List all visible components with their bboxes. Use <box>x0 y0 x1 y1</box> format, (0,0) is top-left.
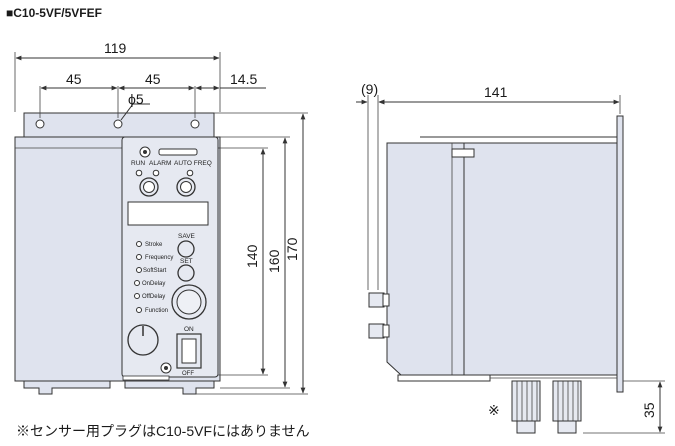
led-frequency-icon <box>136 254 142 260</box>
display-window <box>127 201 209 226</box>
menu-item-ondelay: OnDelay <box>142 281 165 287</box>
label-run: RUN <box>131 160 145 167</box>
sensor-plug-left <box>511 380 541 434</box>
side-body <box>386 142 465 376</box>
diagram-title: ■C10-5VF/5VFEF <box>6 6 102 20</box>
led-offdelay-icon <box>134 293 140 299</box>
menu-item-stroke: Stroke <box>145 242 163 248</box>
menu-list: Stroke Frequency SoftStart OnDelay OffDe… <box>134 241 173 314</box>
knob-side-top <box>368 292 385 308</box>
dim-height-inner: 140 <box>244 244 260 268</box>
label-switch-on: ON <box>184 326 194 333</box>
led-softstart-icon <box>136 267 142 273</box>
connector-slot <box>158 148 198 156</box>
label-alarm: ALARM <box>149 160 171 167</box>
label-save: SAVE <box>178 233 196 240</box>
footnote: ※センサー用プラグはC10-5VFにはありません <box>16 423 310 439</box>
dim-hole-pitch-left: 45 <box>66 71 82 87</box>
front-dimensions: 119 45 45 14.5 ϕ5 140 160 170 <box>14 40 308 395</box>
mount-hole-center <box>113 119 123 129</box>
dim-hole-pitch-right: 45 <box>145 71 161 87</box>
dim-overall-width: 119 <box>104 40 127 56</box>
set-button[interactable] <box>177 264 195 282</box>
menu-item-function: Function <box>145 308 168 314</box>
dim-height-overall: 170 <box>284 237 300 261</box>
mount-hole-left <box>35 119 45 129</box>
label-set: SET <box>180 258 193 265</box>
dim-side-offset: (9) <box>361 81 378 97</box>
save-button[interactable] <box>177 240 195 258</box>
label-auto-freq: AUTO FREQ <box>174 160 212 167</box>
led-function-icon <box>136 307 142 313</box>
menu-item-frequency: Frequency <box>145 255 173 261</box>
led-stroke-icon <box>136 241 142 247</box>
dim-plug-height: 35 <box>641 402 657 418</box>
sensor-plug-right <box>552 380 582 434</box>
led-run-icon <box>135 169 143 177</box>
dim-edge-offset: 14.5 <box>230 71 257 87</box>
volume-dial[interactable] <box>127 324 159 356</box>
knob-side-bottom <box>368 323 385 339</box>
mount-hole-right <box>190 119 200 129</box>
side-view: ※ <box>368 115 624 434</box>
dim-depth: 141 <box>484 84 508 100</box>
menu-item-softstart: SoftStart <box>143 268 167 274</box>
led-alarm-icon <box>152 169 160 177</box>
front-view: RUN ALARM AUTO FREQ Stroke Frequency Sof… <box>14 112 221 395</box>
plug-note-mark: ※ <box>488 402 500 418</box>
led-auto-freq-icon <box>186 169 194 177</box>
led-ondelay-icon <box>134 280 140 286</box>
dim-hole-diameter: ϕ5 <box>128 91 144 107</box>
menu-item-offdelay: OffDelay <box>142 294 165 300</box>
label-switch-off: OFF <box>182 371 194 377</box>
dim-height-mid: 160 <box>266 249 282 273</box>
side-dimensions: (9) 141 35 <box>356 81 665 434</box>
mounting-flange <box>616 115 624 393</box>
